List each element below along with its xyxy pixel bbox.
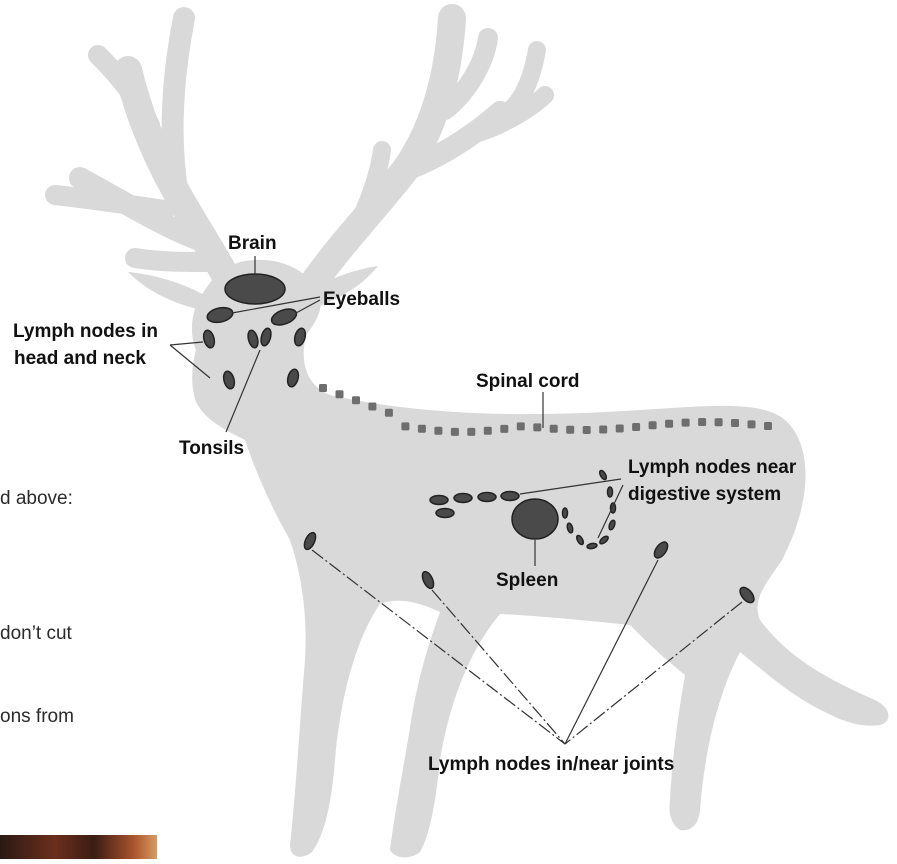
spinal-cord-segment	[368, 403, 376, 411]
spinal-cord-segment	[748, 420, 756, 428]
head-lymph-label-line1: Lymph nodes in	[13, 321, 158, 342]
digestive-lymph-node	[430, 496, 448, 505]
digestive-lymph-node	[478, 493, 496, 502]
article-text-fragment: d above:	[0, 488, 73, 510]
spinal-cord-segment	[550, 425, 558, 433]
joints-lymph-label: Lymph nodes in/near joints	[428, 754, 674, 775]
brain-marker	[225, 274, 285, 304]
spinal-cord-segment	[484, 427, 492, 435]
spinal-cord-segment	[764, 422, 772, 430]
spleen-marker	[512, 499, 558, 539]
spleen-label: Spleen	[496, 570, 558, 591]
spinal-cord-segment	[418, 425, 426, 433]
digestive-lymph-node	[436, 509, 454, 518]
digestive-lymph-node	[501, 492, 519, 501]
spinal-cord-segment	[715, 418, 723, 426]
spinal-cord-segment	[682, 419, 690, 427]
digestive-lymph-node	[611, 503, 616, 513]
spinal-cord-segment	[401, 422, 409, 430]
spinal-cord-segment	[566, 426, 574, 434]
spinal-cord-segment	[352, 396, 360, 404]
spinal-cord-segment	[467, 428, 475, 436]
spinal-cord-segment	[665, 420, 673, 428]
spinal-cord-segment	[451, 428, 459, 436]
spinal-cord-segment	[583, 426, 591, 434]
antlers	[55, 18, 545, 300]
tonsils-label: Tonsils	[179, 438, 244, 459]
spinal-cord-segment	[599, 426, 607, 434]
digestive-lymph-node	[563, 508, 568, 518]
head-lymph-label-line2: head and neck	[14, 348, 146, 369]
spinal-cord-segment	[336, 390, 344, 398]
spinal-cord-segment	[385, 409, 393, 417]
article-photo-edge	[0, 835, 157, 859]
spinal-cord-segment	[616, 425, 624, 433]
spinal-cord-segment	[698, 418, 706, 426]
spinal-cord-segment	[533, 423, 541, 431]
spinal-cord-segment	[319, 384, 327, 392]
brain-label: Brain	[228, 233, 277, 254]
eyeballs-label: Eyeballs	[323, 289, 400, 310]
digestive-lymph-node	[608, 487, 613, 497]
spinal-cord-segment	[731, 419, 739, 427]
deer-ear-left	[128, 272, 212, 312]
digestive-lymph-label-line2: digestive system	[628, 484, 781, 505]
article-text-fragment: ons from	[0, 706, 74, 728]
spinal-cord-segment	[500, 425, 508, 433]
spinal-cord-segment	[632, 423, 640, 431]
article-text-fragment: don’t cut	[0, 623, 72, 645]
digestive-lymph-label-line1: Lymph nodes near	[628, 457, 797, 478]
spinal-cord-label: Spinal cord	[476, 371, 579, 392]
spinal-cord-segment	[517, 422, 525, 430]
digestive-lymph-node	[454, 494, 472, 503]
spinal-cord-segment	[434, 427, 442, 435]
spinal-cord-segment	[649, 421, 657, 429]
